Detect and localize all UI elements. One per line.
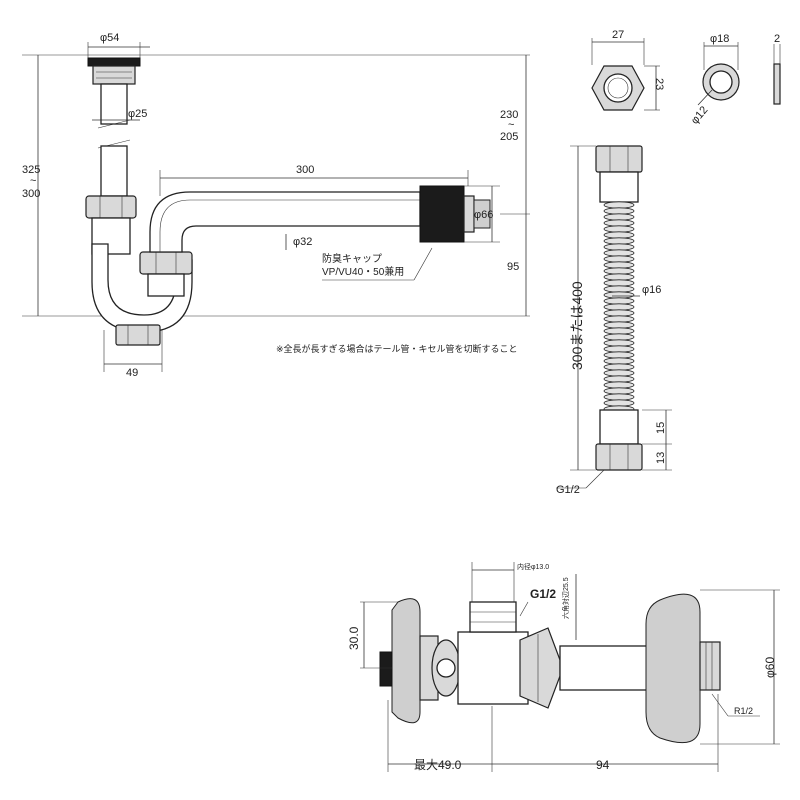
hose-rib	[603, 261, 635, 269]
tail-pipe-lower	[100, 145, 128, 197]
hose-rib	[603, 315, 635, 323]
nut-drawing: 27 23 φ18 φ12 2	[591, 29, 781, 127]
cap-label-1: 防臭キャップ	[322, 252, 382, 265]
valve-height: 30.0	[347, 626, 361, 650]
trap-arm-dia: φ32	[293, 236, 312, 248]
hose-rib	[603, 363, 635, 371]
odor-cap-end	[463, 195, 475, 233]
hose-rib	[603, 279, 635, 287]
valve-inner-dia: 内径φ13.0	[517, 562, 549, 571]
trap-height-tilde: ~	[30, 175, 36, 187]
hose-rib	[603, 369, 635, 377]
valve-top-port	[469, 601, 517, 633]
trap-right-low: 95	[507, 261, 519, 273]
hose-nut-a: 15	[655, 422, 667, 434]
hose-rib	[603, 207, 635, 215]
valve-thread-end	[699, 641, 721, 691]
valve-knob	[379, 651, 393, 687]
trap-pipe-dia: φ25	[128, 108, 147, 120]
hose-rib	[603, 303, 635, 311]
trap-bottom-dim: 49	[126, 367, 138, 379]
nut-width: 27	[612, 29, 624, 41]
trap-right-a: 230	[500, 109, 518, 121]
valve-body	[457, 631, 529, 705]
trap-upper-nut	[85, 195, 137, 219]
trap-arm-nut	[139, 251, 193, 275]
strainer-body	[92, 65, 136, 85]
cap-label-2: VP/VU40・50兼用	[322, 265, 404, 278]
hose-corrugation	[603, 201, 635, 413]
tail-pipe-upper	[100, 83, 128, 125]
nut-height: 23	[653, 78, 665, 90]
hose-rib	[603, 267, 635, 275]
hose-nut-b: 13	[655, 452, 667, 464]
hose-rib	[603, 357, 635, 365]
hose-rib	[603, 291, 635, 299]
hose-rib	[603, 273, 635, 281]
valve-thread-right: R1/2	[734, 706, 753, 716]
hose-rib	[603, 225, 635, 233]
hose-top-nut	[595, 145, 643, 173]
hose-rib	[603, 297, 635, 305]
odor-cap	[419, 185, 465, 243]
trap-bottom-nut	[115, 324, 161, 346]
hose-rib	[603, 213, 635, 221]
trap-end-dia: φ66	[474, 209, 493, 221]
trap-note: ※全長が長すぎる場合はテール管・キセル管を切断すること	[276, 343, 518, 354]
hose-rib	[603, 393, 635, 401]
trap-riser	[147, 273, 185, 297]
hose-rib	[603, 399, 635, 407]
hose-dia: φ16	[642, 284, 661, 296]
valve-max: 最大49.0	[414, 758, 462, 772]
hose-rib	[603, 309, 635, 317]
washer-thick: 2	[774, 33, 780, 45]
hose-rib	[603, 255, 635, 263]
valve-thread-top: G1/2	[530, 587, 556, 601]
trap-top-dia: φ54	[100, 32, 119, 44]
trap-drawing: 325 ~ 300 φ54 φ25	[22, 32, 530, 379]
valve-right-flange	[645, 593, 701, 744]
trap-right-tilde: ~	[508, 119, 514, 131]
trap-u-bend	[91, 243, 193, 333]
valve-hex: 六角対辺25.5	[561, 577, 570, 619]
washer-inner: φ12	[689, 104, 711, 127]
hose-rib	[603, 327, 635, 335]
valve-length: 94	[596, 758, 610, 772]
hose-rib	[603, 249, 635, 257]
valve-hex-nut	[519, 627, 561, 709]
trap-length: 300	[296, 164, 314, 176]
washer-outer: φ18	[710, 33, 729, 45]
hose-rib	[603, 201, 635, 209]
valve-pipe	[559, 645, 661, 691]
hose-rib	[603, 231, 635, 239]
hose-rib	[603, 345, 635, 353]
hose-rib	[603, 219, 635, 227]
hose-rib	[603, 333, 635, 341]
trap-arm	[149, 191, 421, 253]
hose-rib	[603, 381, 635, 389]
hose-rib	[603, 387, 635, 395]
hose-bottom-nut	[595, 443, 643, 471]
hose-thread: G1/2	[556, 484, 580, 496]
trap-height-b: 300	[22, 188, 40, 200]
washer-side	[773, 63, 781, 105]
hose-rib	[603, 351, 635, 359]
trap-height-a: 325	[22, 164, 40, 176]
valve-drawing: 内径φ13.0 G1/2 六角対辺25.5 30.0 φ60 R1/2 最大49…	[347, 562, 780, 772]
hose-rib	[603, 243, 635, 251]
hose-length: 300または400	[569, 281, 585, 370]
trap-right-b: 205	[500, 131, 518, 143]
valve-left-flange	[391, 598, 421, 724]
strainer-flange	[87, 57, 141, 67]
hose-rib	[603, 237, 635, 245]
hose-rib	[603, 285, 635, 293]
valve-flange-dia: φ60	[763, 657, 777, 678]
hose-rib	[603, 321, 635, 329]
hose-drawing: 300または400 φ16 15 13 G1/2	[556, 145, 672, 496]
hose-rib	[603, 339, 635, 347]
hose-rib	[603, 375, 635, 383]
